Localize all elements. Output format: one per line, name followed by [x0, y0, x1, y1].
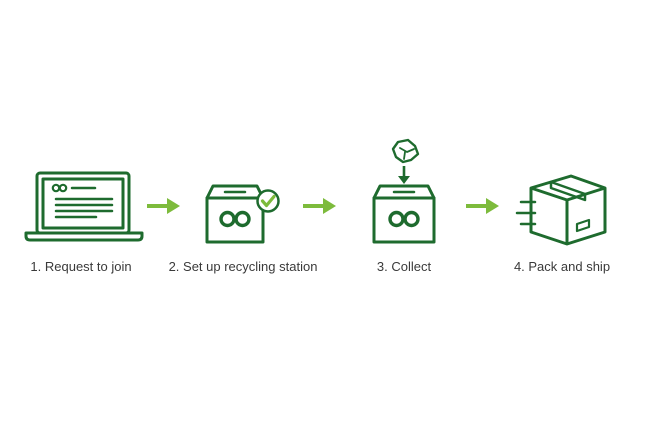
shipping-box-icon — [515, 174, 607, 246]
arrow-right-icon — [147, 198, 180, 214]
recycling-box-check-icon — [205, 184, 280, 244]
laptop-icon — [24, 171, 144, 242]
step-2-label: 2. Set up recycling station — [168, 259, 318, 274]
arrow-right-icon — [466, 198, 499, 214]
step-4-label: 4. Pack and ship — [513, 259, 611, 274]
recycling-box-collect-icon — [372, 138, 436, 244]
step-1-label: 1. Request to join — [30, 259, 132, 274]
step-3-label: 3. Collect — [376, 259, 432, 274]
arrow-right-icon — [303, 198, 336, 214]
